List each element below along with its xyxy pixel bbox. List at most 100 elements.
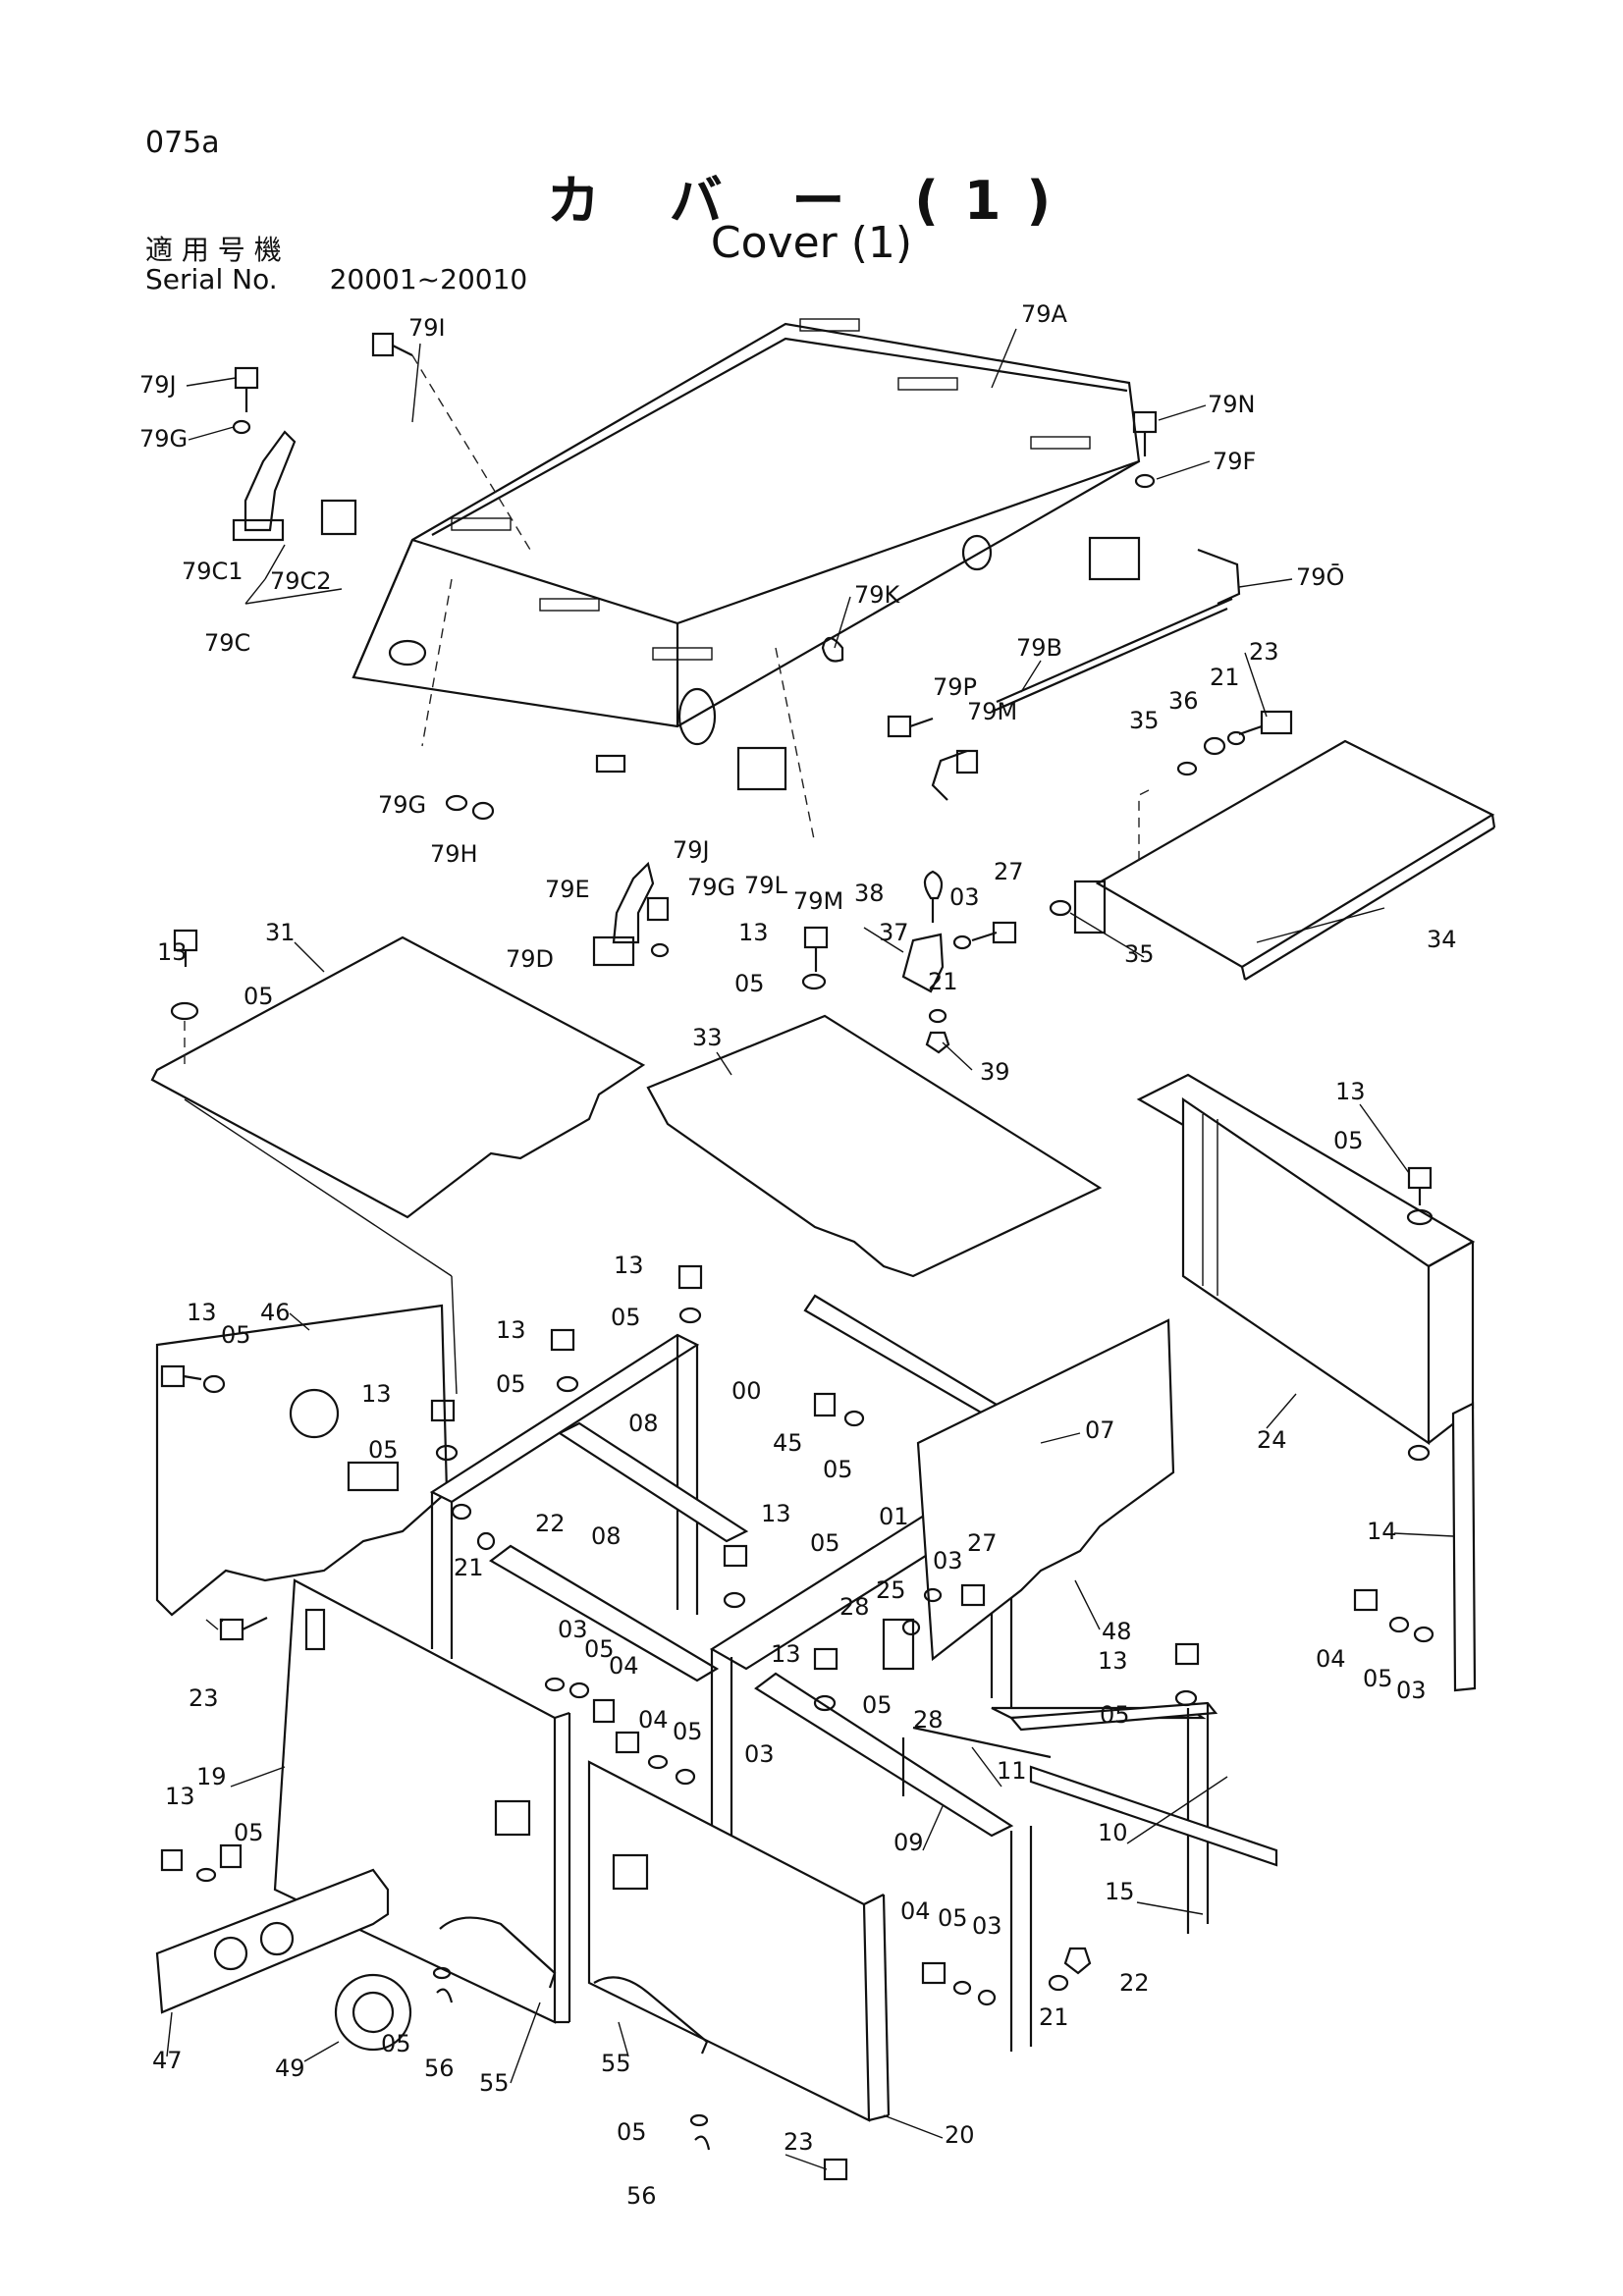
label-19: 19 bbox=[196, 1763, 227, 1790]
label-36: 36 bbox=[1168, 687, 1199, 715]
label-13: 13 bbox=[1335, 1078, 1366, 1105]
label-27: 27 bbox=[994, 858, 1024, 885]
label-08: 08 bbox=[628, 1410, 659, 1437]
label-55: 55 bbox=[479, 2069, 510, 2097]
label-05: 05 bbox=[673, 1718, 703, 1745]
label-31: 31 bbox=[265, 919, 296, 946]
label-07: 07 bbox=[1085, 1416, 1115, 1444]
label-79L: 79L bbox=[744, 872, 788, 899]
label-21: 21 bbox=[454, 1554, 484, 1581]
label-79A: 79A bbox=[1021, 300, 1068, 328]
label-05: 05 bbox=[1333, 1127, 1364, 1154]
label-21: 21 bbox=[1210, 664, 1240, 691]
rod-79B bbox=[775, 548, 1241, 845]
label-79P: 79P bbox=[933, 673, 977, 701]
label-79G: 79G bbox=[687, 874, 735, 901]
door-20 bbox=[587, 1760, 891, 2122]
label-79M: 79M bbox=[967, 698, 1017, 725]
label-79I: 79I bbox=[408, 314, 446, 342]
serial-label-japanese: 適 用 号 機 bbox=[145, 234, 282, 266]
panel-48 bbox=[916, 1318, 1175, 1662]
label-03: 03 bbox=[744, 1740, 775, 1768]
label-34: 34 bbox=[1427, 926, 1457, 953]
label-79J: 79J bbox=[139, 371, 177, 399]
label-79N: 79N bbox=[1208, 391, 1256, 418]
label-13: 13 bbox=[187, 1299, 217, 1326]
label-13: 13 bbox=[761, 1500, 791, 1527]
label-79D: 79D bbox=[506, 945, 554, 973]
label-21: 21 bbox=[928, 968, 958, 995]
label-38: 38 bbox=[854, 880, 885, 907]
label-56: 56 bbox=[626, 2182, 657, 2210]
label-79C2: 79C2 bbox=[270, 567, 332, 595]
label-05: 05 bbox=[221, 1321, 251, 1349]
label-11: 11 bbox=[997, 1757, 1027, 1785]
label-21: 21 bbox=[1039, 2003, 1069, 2031]
label-35: 35 bbox=[1129, 707, 1160, 734]
label-13: 13 bbox=[496, 1316, 526, 1344]
label-79G: 79G bbox=[378, 791, 426, 819]
side-panel-47 bbox=[155, 1848, 412, 2052]
label-46: 46 bbox=[260, 1299, 291, 1326]
label-79H: 79H bbox=[430, 840, 478, 868]
label-20: 20 bbox=[945, 2121, 975, 2149]
label-45: 45 bbox=[773, 1429, 803, 1457]
side-cover-24 bbox=[1136, 1073, 1477, 1692]
label-05: 05 bbox=[810, 1529, 840, 1557]
label-23: 23 bbox=[189, 1684, 219, 1712]
label-79E: 79E bbox=[545, 876, 590, 903]
serial-number-block: 適 用 号 機 Serial No. 20001~20010 bbox=[145, 236, 527, 294]
page-code: 075a bbox=[145, 126, 220, 160]
label-05: 05 bbox=[234, 1819, 264, 1846]
label-03: 03 bbox=[972, 1912, 1002, 1940]
label-13: 13 bbox=[361, 1380, 392, 1408]
label-27: 27 bbox=[967, 1529, 998, 1557]
label-23: 23 bbox=[784, 2128, 814, 2156]
label-03: 03 bbox=[949, 883, 980, 911]
label-05: 05 bbox=[734, 970, 765, 997]
serial-range: 20001~20010 bbox=[329, 263, 528, 295]
label-79K: 79K bbox=[854, 581, 901, 609]
latch-79D-79E bbox=[445, 754, 670, 967]
top-cover-79A bbox=[352, 318, 1141, 791]
serial-label: 適 用 号 機 Serial No. bbox=[145, 236, 282, 294]
bracket-37 bbox=[801, 870, 1017, 1054]
label-05: 05 bbox=[368, 1436, 399, 1464]
label-05: 05 bbox=[243, 983, 274, 1010]
label-13: 13 bbox=[165, 1783, 195, 1810]
label-33: 33 bbox=[692, 1024, 723, 1051]
label-49: 49 bbox=[275, 2055, 305, 2082]
label-23: 23 bbox=[1249, 638, 1279, 666]
label-13: 13 bbox=[771, 1640, 801, 1668]
label-39: 39 bbox=[980, 1058, 1010, 1086]
label-15: 15 bbox=[1105, 1878, 1135, 1905]
label-05: 05 bbox=[823, 1456, 853, 1483]
label-79O: 79Ō bbox=[1296, 562, 1344, 591]
label-13: 13 bbox=[157, 938, 188, 966]
label-28: 28 bbox=[839, 1593, 870, 1621]
page-title-english: Cover (1) bbox=[710, 218, 913, 268]
label-01: 01 bbox=[879, 1503, 909, 1530]
label-03: 03 bbox=[558, 1616, 588, 1643]
label-48: 48 bbox=[1102, 1618, 1132, 1645]
page-title-japanese: カ バ ー (1) bbox=[546, 170, 1077, 232]
label-79C1: 79C1 bbox=[182, 558, 243, 585]
label-05: 05 bbox=[381, 2030, 411, 2057]
label-22: 22 bbox=[1119, 1969, 1150, 1997]
label-10: 10 bbox=[1098, 1819, 1128, 1846]
label-05: 05 bbox=[862, 1691, 893, 1719]
label-05: 05 bbox=[611, 1304, 641, 1331]
label-22: 22 bbox=[535, 1510, 566, 1537]
side-panel-46 bbox=[155, 1304, 449, 1617]
label-79C: 79C bbox=[204, 629, 250, 657]
main-frame bbox=[429, 1294, 1278, 2052]
plate-33 bbox=[646, 1014, 1103, 1278]
leader-lines bbox=[166, 328, 1454, 2170]
label-13: 13 bbox=[738, 919, 769, 946]
label-55: 55 bbox=[601, 2050, 631, 2077]
label-14: 14 bbox=[1367, 1518, 1397, 1545]
plate-31 bbox=[150, 929, 646, 1395]
label-04: 04 bbox=[1316, 1645, 1346, 1673]
label-79F: 79F bbox=[1213, 448, 1256, 475]
